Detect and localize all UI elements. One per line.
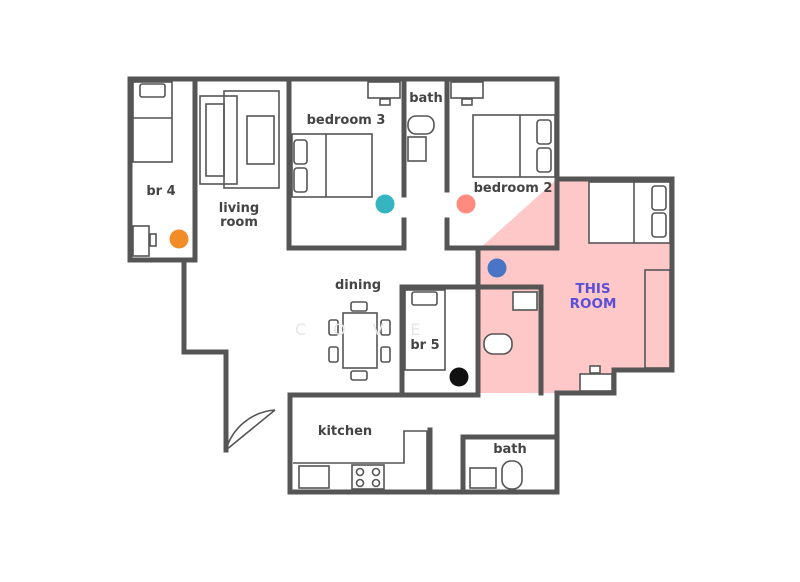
furniture [132, 81, 671, 490]
toilet-this-room-icon [483, 333, 513, 355]
marker-dot-salmon[interactable] [456, 194, 476, 214]
watermark: COVE [295, 320, 448, 339]
closet-icon [644, 269, 671, 369]
desk-bedroom2-icon [450, 81, 484, 99]
room-label-bath-bottom: bath [493, 442, 527, 457]
marker-dot-teal[interactable] [375, 194, 395, 214]
room-label-bedroom3: bedroom 3 [306, 113, 386, 128]
toilet-bottom-icon [501, 460, 523, 490]
room-label-this-room: THIS ROOM [569, 281, 617, 312]
room-label-bedroom2: bedroom 2 [473, 181, 553, 196]
desk-br4-icon [132, 225, 150, 257]
room-label-br5: br 5 [410, 338, 440, 353]
room-label-living: living room [218, 201, 260, 231]
kitchen-sink-icon [298, 465, 330, 489]
kitchen-counter-icon [293, 430, 428, 490]
sink-top-icon [407, 136, 427, 162]
desk-this-room-icon [579, 373, 613, 392]
marker-dot-blue[interactable] [487, 258, 507, 278]
room-label-kitchen: kitchen [317, 424, 373, 439]
sink-this-room-icon [512, 291, 538, 311]
marker-dot-black[interactable] [449, 367, 469, 387]
toilet-top-icon [407, 115, 435, 135]
room-label-dining: dining [334, 278, 382, 293]
desk-bedroom3-icon [367, 81, 401, 99]
dining-table-icon [342, 312, 378, 369]
walls [127, 76, 675, 495]
sink-bottom-icon [469, 467, 497, 489]
room-label-bath-top: bath [409, 91, 443, 106]
marker-dot-orange[interactable] [169, 229, 189, 249]
room-label-br4: br 4 [146, 184, 176, 199]
